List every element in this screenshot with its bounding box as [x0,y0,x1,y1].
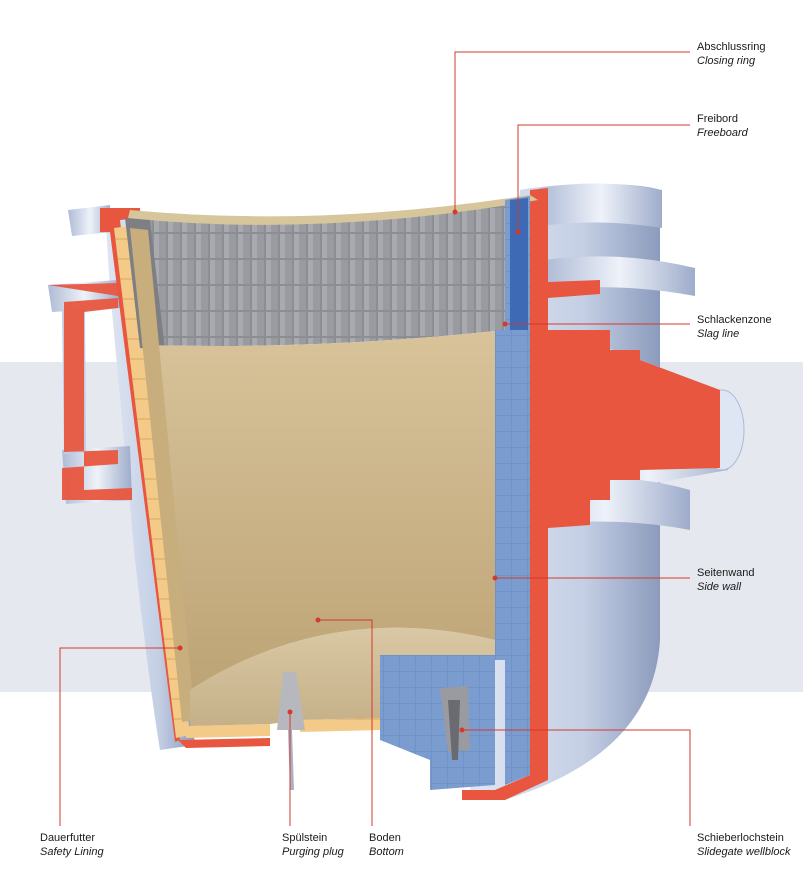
label-closing-ring: Abschlussring Closing ring [697,40,765,68]
label-side-wall-en: Side wall [697,581,742,593]
leader-slidegate [462,729,691,826]
safety-lining-bottom [186,724,270,738]
label-safety-lining-de: Dauerfutter [40,832,96,844]
leader-bottom [318,619,373,826]
label-bottom-de: Boden [369,832,401,844]
flange-cut-right [548,280,600,528]
leader-freeboard [517,124,690,232]
label-slidegate-wellblock-en: Slidegate wellblock [697,846,791,858]
shell-cut-left-flange [48,283,132,500]
shell-cut-left [100,208,180,742]
label-bottom: Boden Bottom [369,831,404,859]
label-safety-lining-en: Safety Lining [40,846,104,858]
slag-zone-bricks [130,205,505,346]
shell-cut-bottom [178,738,270,748]
label-purging-plug-de: Spülstein [282,832,328,844]
label-side-wall-de: Seitenwand [697,567,755,579]
label-slag-line-en: Slag line [697,328,740,340]
ladle-interior-wall [145,330,505,690]
purging-plug [277,672,305,730]
freeboard-blue [510,198,528,330]
label-bottom-en: Bottom [369,846,404,858]
inner-lining-left [130,228,195,722]
wear-lining-right [495,196,530,785]
upper-flange-right [540,183,662,228]
leader-closing-ring [454,51,690,212]
leader-safety-lining [59,647,180,826]
trunnion-cut [548,330,720,500]
shell-cut-right-wall [462,188,548,800]
slidegate-block-region [380,655,495,790]
label-freeboard: Freibord Freeboard [697,112,748,140]
label-slag-line-de: Schlackenzone [697,314,772,326]
label-purging-plug-en: Purging plug [282,846,344,858]
label-side-wall: Seitenwand Side wall [697,566,755,594]
label-closing-ring-de: Abschlussring [697,41,766,53]
purging-plug-pipe [288,730,294,790]
ladle-rim [128,195,538,225]
label-slidegate-wellblock: Schieberlochstein Slidegate wellblock [697,831,791,859]
slidegate-nozzle [448,700,460,760]
ladle-bottom-floor [190,627,495,726]
label-slidegate-wellblock-de: Schieberlochstein [697,832,784,844]
label-freeboard-en: Freeboard [697,127,748,139]
label-slag-line: Schlackenzone Slag line [697,313,772,341]
label-safety-lining: Dauerfutter Safety Lining [40,831,104,859]
label-purging-plug: Spülstein Purging plug [282,831,344,859]
safety-lining-bottom-right [300,718,380,732]
label-closing-ring-en: Closing ring [697,55,756,67]
label-freeboard-de: Freibord [697,113,738,125]
